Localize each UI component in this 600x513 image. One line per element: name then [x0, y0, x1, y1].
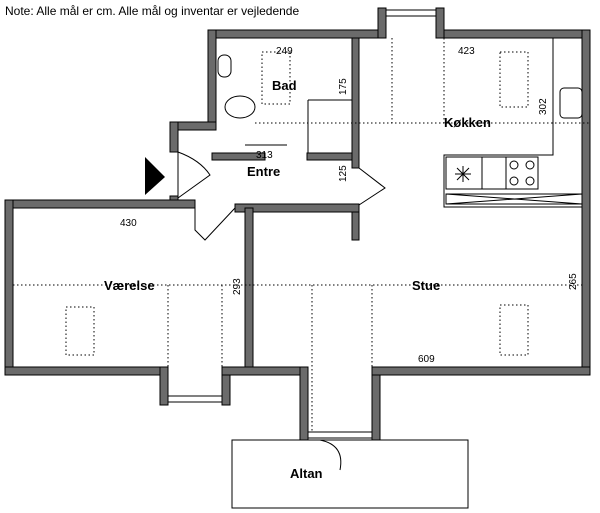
dim-entre-width: 313: [256, 150, 273, 161]
dim-bad-width: 249: [276, 46, 293, 57]
walls: [4, 7, 591, 441]
dotted-guides: [13, 38, 590, 432]
room-label-vaerelse: Værelse: [104, 278, 155, 293]
dim-vaerelse-width: 430: [120, 218, 137, 229]
room-label-bad: Bad: [272, 78, 297, 93]
dim-vaerelse-depth: 293: [232, 278, 243, 295]
sink-icon: [217, 54, 232, 78]
window-balcony-door: [307, 431, 373, 439]
room-label-kokken: Køkken: [444, 115, 491, 130]
plan-note: Note: Alle mål er cm. Alle mål og invent…: [5, 4, 300, 18]
kitchen-cabinet: [445, 193, 583, 205]
kitchen-sink-icon: [559, 87, 583, 119]
front-door: [177, 151, 211, 199]
dim-bad-depth: 175: [338, 78, 349, 95]
living-door: [358, 167, 386, 206]
dim-kokken-depth: 302: [538, 98, 549, 115]
dim-entre-depth: 125: [338, 165, 349, 182]
dim-kokken-width: 423: [458, 46, 475, 57]
stove-icon: [505, 156, 539, 190]
toilet-icon: [224, 95, 256, 119]
bedroom-door: [194, 207, 236, 241]
room-label-stue: Stue: [412, 278, 440, 293]
dim-stue-width: 609: [418, 354, 435, 365]
window-bedroom: [167, 395, 223, 403]
dim-stue-depth: 265: [568, 273, 579, 290]
altan-outline: [231, 439, 469, 509]
balcony-door: [319, 439, 365, 471]
room-label-altan: Altan: [290, 466, 323, 481]
kitchen-counter: [443, 38, 582, 208]
entrance-arrow-icon: [145, 157, 165, 195]
bath-door: [307, 99, 352, 153]
room-label-entre: Entre: [247, 164, 280, 179]
fan-icon: [455, 166, 471, 182]
window-kitchen: [385, 9, 437, 17]
